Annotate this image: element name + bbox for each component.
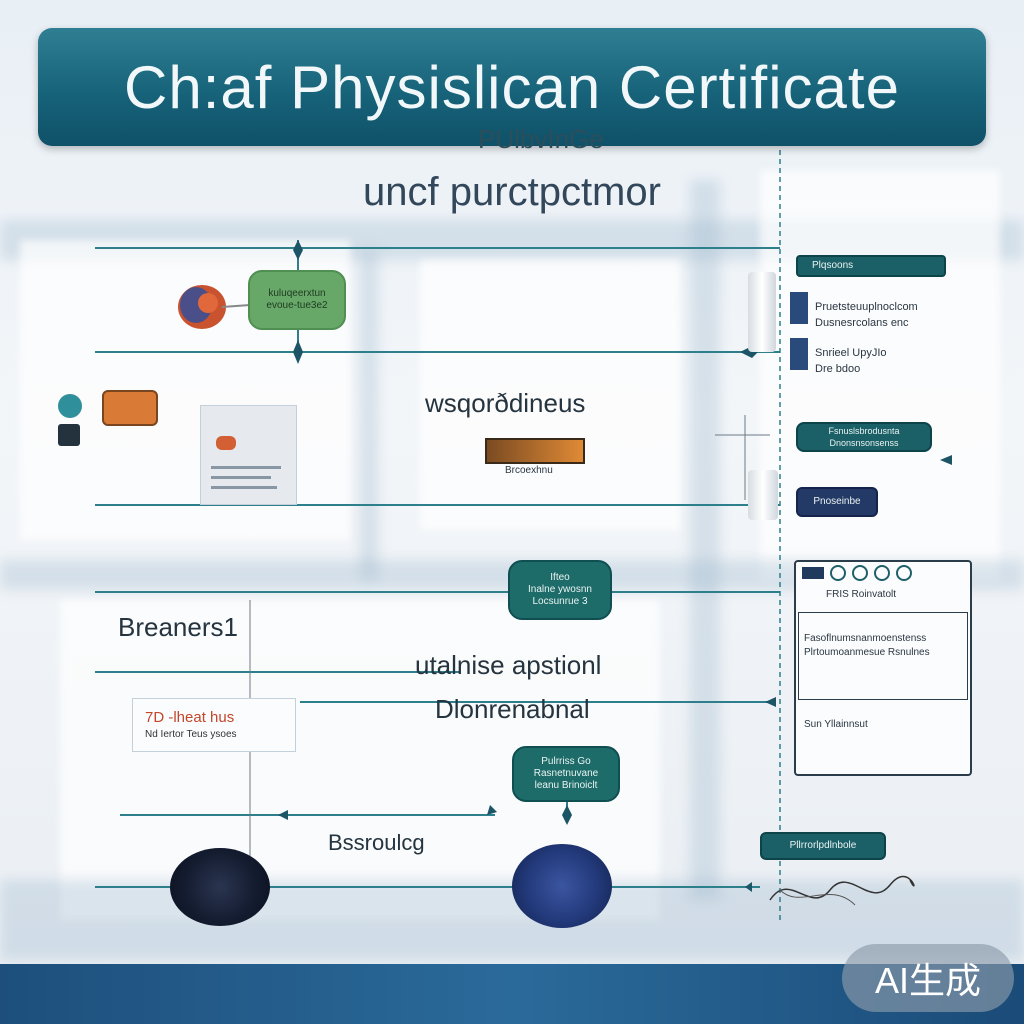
center-top-label: wsqorðdineus (425, 388, 586, 418)
document-panel (200, 405, 297, 505)
diagram-subtitle: uncf purctpctmor (363, 170, 661, 214)
side-list-row3: Snrieel UpyJIo (815, 347, 887, 359)
center-mid-label-2: Dlonrenabnal (435, 694, 590, 724)
form-card-divider (798, 612, 968, 700)
form-card-line3: Sun Yllainnsut (804, 719, 868, 730)
heart-organ-icon (178, 285, 251, 329)
suitcase-icon (102, 390, 158, 426)
orange-progress-bar (485, 438, 585, 464)
green-process-pill: kuluqeerxtun evoue-tue3e2 (248, 270, 346, 330)
right-pill-2: Fsnuslsbrodusnta Dnonsnsonsenss (796, 422, 932, 452)
form-card-toolbar (796, 562, 970, 584)
cylinder-shape (748, 272, 776, 352)
teal-decision-pill-1: Ifteo Inalne ywosnn Locsunrue 3 (508, 560, 612, 620)
bottom-label: Bssroulcg (328, 830, 425, 855)
toolbar-icon-4[interactable] (874, 565, 890, 581)
toolbar-icon-5[interactable] (896, 565, 912, 581)
ai-generated-badge: AI生成 (842, 944, 1014, 1012)
toolbar-icon-2[interactable] (830, 565, 846, 581)
note-card-line: Nd Iertor Teus ysoes (145, 729, 237, 740)
doc-icon-2 (790, 338, 808, 370)
form-card-line2: Plrtoumoanmesue Rsnulnes (804, 647, 930, 658)
cylinder-shape-2 (748, 470, 778, 520)
form-card-header: FRIS Roinvatolt (826, 589, 897, 600)
note-card: 7D -lheat hus Nd Iertor Teus ysoes (132, 698, 296, 752)
signature-pill: Pllrrorlpdlnbole (760, 832, 886, 860)
center-mid-label-1: utalnise apstionl (415, 650, 602, 680)
right-pill-3: Pnoseinbe (796, 487, 878, 517)
camera-lens-icon-left (170, 848, 270, 926)
signature-scribble (769, 875, 915, 906)
phone-icon (58, 424, 80, 446)
left-mid-label: Breaners1 (118, 612, 238, 642)
orange-bar-caption: Brcoexhnu (505, 465, 553, 476)
side-list-row1: Pruetsteuuplnoclcom (815, 301, 918, 313)
side-list-row2: Dusnesrcolans enc (815, 317, 909, 329)
page-title: Ch:af Physislican Certificate (124, 54, 900, 121)
right-pill-1: Plqsoons (796, 255, 946, 277)
teal-circle-icon (58, 394, 82, 418)
note-card-title: 7D -lheat hus (145, 709, 235, 726)
camera-lens-icon-right (512, 844, 612, 928)
teal-decision-pill-2: Pulrriss Go Rasnetnuvane leanu Brinoiclt (512, 746, 620, 802)
toolbar-icon-1[interactable] (802, 567, 824, 579)
form-card: FRIS Roinvatolt Fasoflnumsnanmoenstenss … (794, 560, 972, 776)
certificate-header: Ch:af Physislican Certificate PUlbvInGe (38, 28, 986, 152)
side-list-row4: Dre bdoo (815, 363, 861, 375)
toolbar-icon-3[interactable] (852, 565, 868, 581)
header-subtitle: PUlbvInGe (478, 124, 604, 154)
form-card-line1: Fasoflnumsnanmoenstenss (804, 633, 927, 644)
doc-icon-1 (790, 292, 808, 324)
